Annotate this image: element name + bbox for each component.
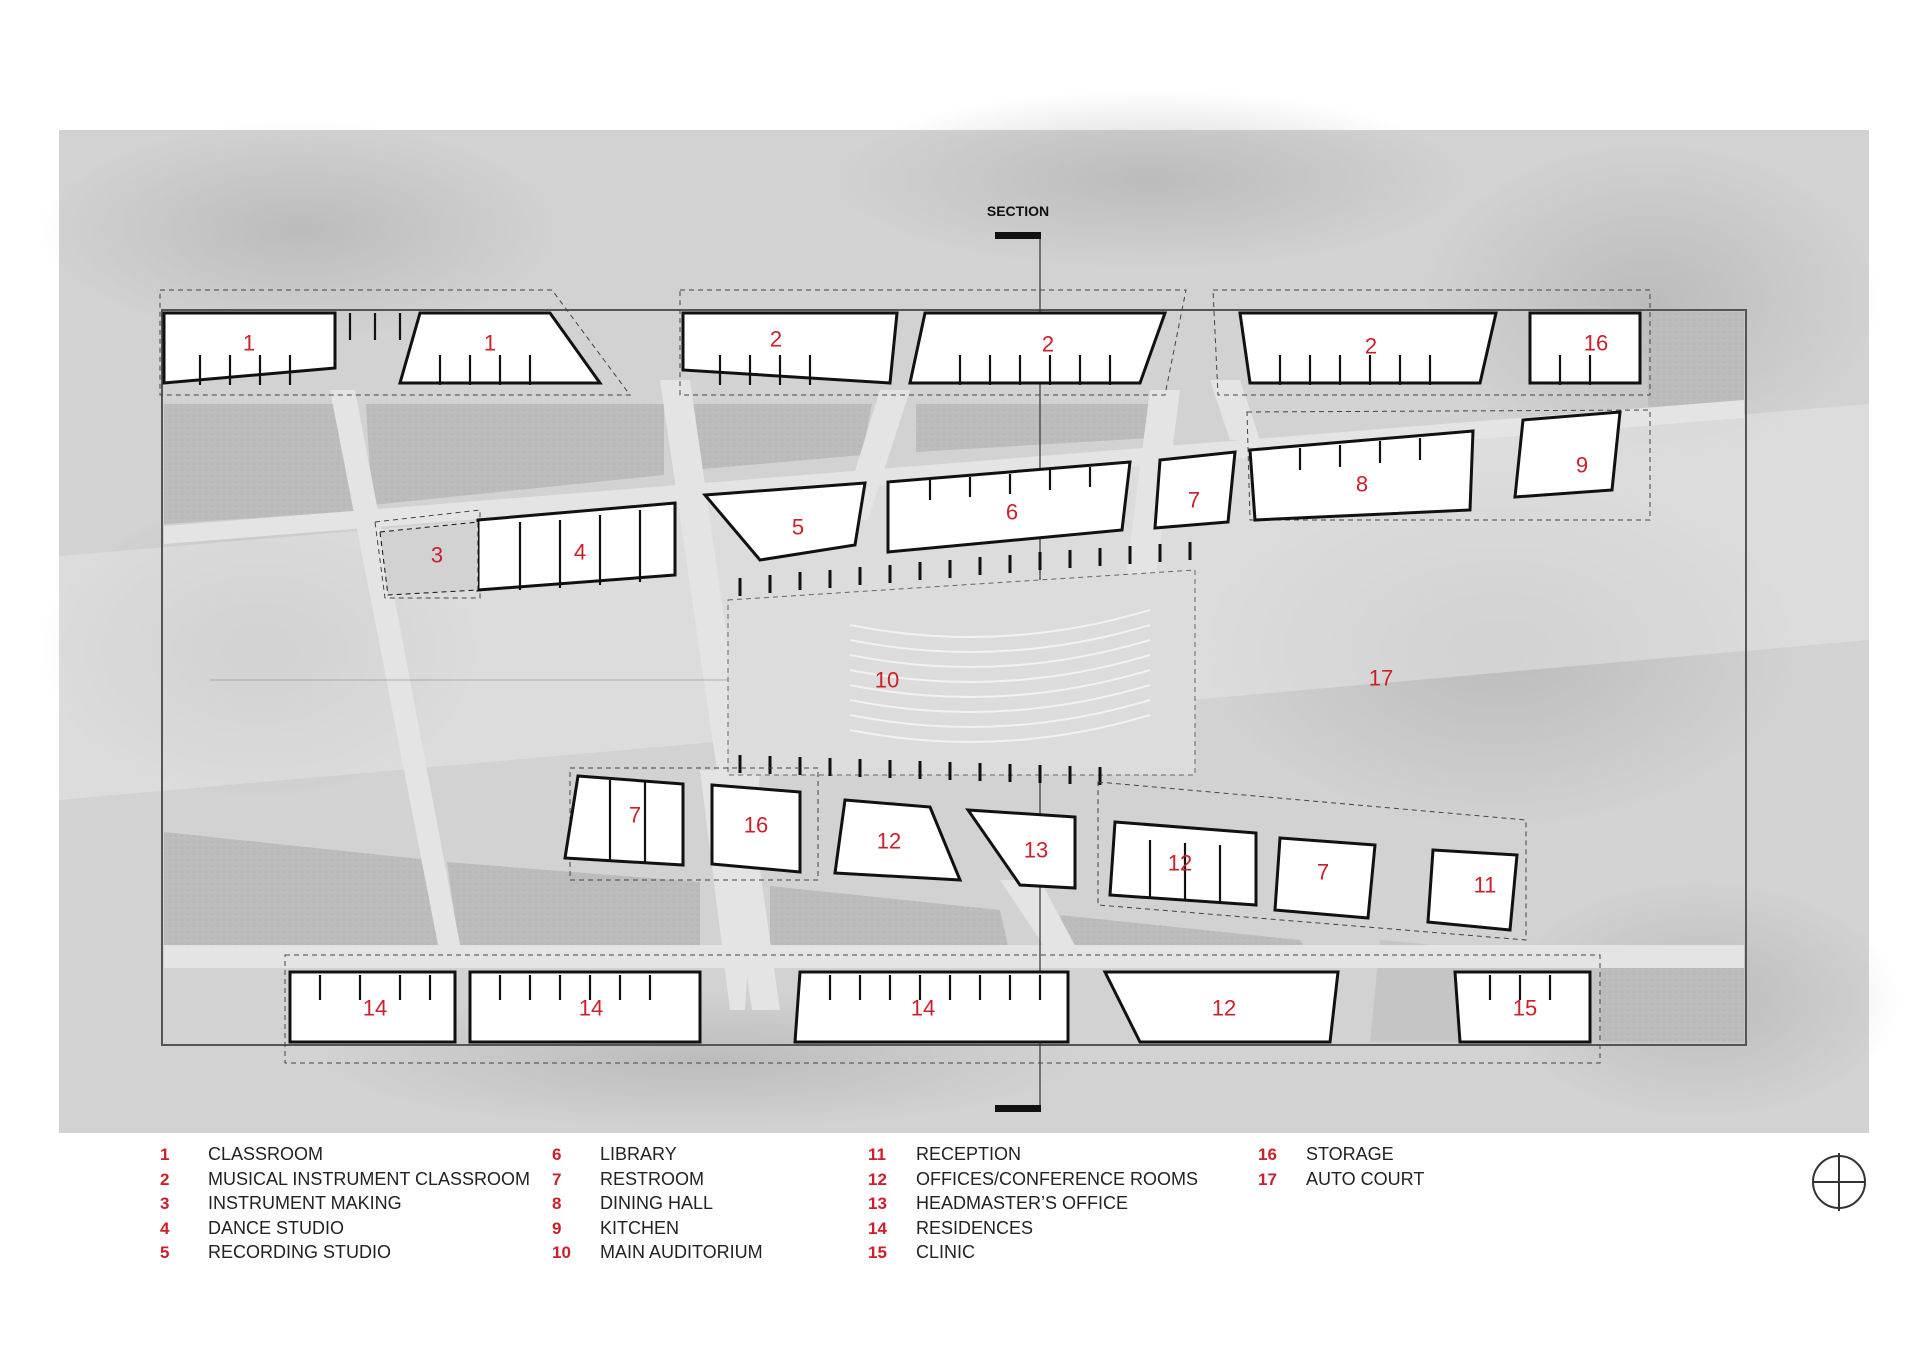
legend-item: 10 MAIN AUDITORIUM: [552, 1240, 763, 1265]
room-label: 11: [1474, 873, 1497, 898]
legend-number: 2: [160, 1169, 170, 1189]
legend-number: 7: [552, 1169, 562, 1189]
legend-number: 15: [868, 1243, 887, 1262]
legend-name: RECEPTION: [916, 1144, 1022, 1164]
room-label: 15: [1513, 996, 1537, 1021]
room-label: 9: [1576, 453, 1588, 478]
legend-name: DANCE STUDIO: [208, 1217, 345, 1238]
legend-item: 9 KITCHEN: [552, 1216, 763, 1241]
legend-name: AUTO COURT: [1306, 1168, 1425, 1189]
room-partitions: [198, 313, 1592, 1000]
legend-name: CLASSROOM: [208, 1144, 324, 1164]
auditorium: [727, 542, 1196, 785]
legend-item: 14 RESIDENCES: [868, 1216, 1198, 1241]
legend-item: 5 RECORDING STUDIO: [160, 1240, 530, 1265]
legend-number: 6: [552, 1145, 562, 1164]
legend-number: 5: [160, 1243, 170, 1262]
room-labels: 1 1 2 2 2 16 3 4 5 6 7 8 9 10 17 7 16 12…: [243, 327, 1608, 1021]
room-label: 17: [1369, 666, 1393, 691]
room-label: 7: [1188, 488, 1200, 513]
room-label: 7: [1317, 860, 1329, 885]
legend-name: LIBRARY: [600, 1144, 677, 1164]
room-label: 14: [911, 996, 935, 1021]
room-label: 3: [431, 543, 443, 568]
room-label: 8: [1356, 472, 1368, 497]
legend-column: 6 LIBRARY 7 RESTROOM 8 DINING HALL 9 KITCHEN…: [552, 1142, 763, 1265]
legend-column: 11 RECEPTION 12 OFFICES/CONFERENCE ROOMS 1…: [868, 1142, 1198, 1265]
legend-number: 4: [160, 1218, 170, 1238]
building-footprint: [161, 309, 1747, 1046]
legend-name: DINING HALL: [600, 1193, 714, 1213]
legend-number: 11: [868, 1145, 886, 1164]
legend-item: 2 MUSICAL INSTRUMENT CLASSROOM: [160, 1167, 530, 1192]
legend-name: STORAGE: [1306, 1144, 1394, 1164]
legend-name: OFFICES/CONFERENCE ROOMS: [916, 1168, 1199, 1189]
room-label: 1: [243, 331, 255, 356]
legend-number: 3: [160, 1194, 170, 1213]
legend-name: KITCHEN: [600, 1217, 680, 1238]
legend-number: 8: [552, 1194, 562, 1213]
room-label: 12: [1168, 851, 1192, 876]
legend-item: 11 RECEPTION: [868, 1142, 1198, 1167]
legend-name: HEADMASTER’S OFFICE: [916, 1193, 1129, 1213]
room-label: 2: [1042, 332, 1054, 357]
legend-number: 17: [1258, 1169, 1277, 1189]
legend-item: 7 RESTROOM: [552, 1167, 763, 1192]
legend-item: 16 STORAGE: [1258, 1142, 1424, 1167]
room-label: 2: [770, 327, 782, 352]
legend-number: 9: [552, 1218, 562, 1238]
legend-item: 15 CLINIC: [868, 1240, 1198, 1265]
legend-name: CLINIC: [916, 1242, 976, 1262]
room-label: 7: [629, 803, 641, 828]
legend-number: 16: [1258, 1145, 1277, 1164]
room-label: 10: [875, 668, 899, 693]
section-label: SECTION: [987, 203, 1049, 219]
legend-name: MUSICAL INSTRUMENT CLASSROOM: [208, 1168, 531, 1189]
legend-number: 12: [868, 1169, 887, 1189]
room-label: 12: [1212, 996, 1236, 1021]
legend-item: 3 INSTRUMENT MAKING: [160, 1191, 530, 1216]
legend-number: 13: [868, 1194, 887, 1213]
legend-name: RECORDING STUDIO: [208, 1242, 392, 1262]
room-label: 16: [744, 813, 768, 838]
legend-item: 12 OFFICES/CONFERENCE ROOMS: [868, 1167, 1198, 1192]
legend: 1 CLASSROOM 2 MUSICAL INSTRUMENT CLASSROOM…: [160, 1142, 1460, 1262]
room-label: 12: [877, 829, 901, 854]
legend-name: INSTRUMENT MAKING: [208, 1193, 402, 1213]
room-label: 4: [574, 540, 586, 565]
legend-name: RESTROOM: [600, 1168, 705, 1189]
legend-name: RESIDENCES: [916, 1217, 1034, 1238]
legend-number: 10: [552, 1243, 571, 1262]
north-arrow-icon: [1812, 1153, 1866, 1211]
legend-item: 6 LIBRARY: [552, 1142, 763, 1167]
room-label: 13: [1024, 838, 1048, 863]
room-label: 5: [792, 515, 804, 540]
room-label: 1: [484, 331, 496, 356]
legend-column: 1 CLASSROOM 2 MUSICAL INSTRUMENT CLASSROOM…: [160, 1142, 530, 1265]
dashed-envelopes: [159, 289, 1651, 1064]
legend-item: 13 HEADMASTER’S OFFICE: [868, 1191, 1198, 1216]
legend-number: 1: [160, 1145, 170, 1164]
legend-item: 8 DINING HALL: [552, 1191, 763, 1216]
legend-column: 16 STORAGE 17 AUTO COURT: [1258, 1142, 1424, 1191]
room-label: 16: [1584, 331, 1608, 356]
legend-item: 4 DANCE STUDIO: [160, 1216, 530, 1241]
legend-item: 17 AUTO COURT: [1258, 1167, 1424, 1192]
room-label: 14: [363, 996, 387, 1021]
legend-item: 1 CLASSROOM: [160, 1142, 530, 1167]
room-label: 14: [579, 996, 603, 1021]
room-label: 2: [1365, 334, 1377, 359]
room-label: 6: [1006, 500, 1018, 525]
legend-number: 14: [868, 1218, 887, 1238]
legend-name: MAIN AUDITORIUM: [600, 1242, 763, 1262]
